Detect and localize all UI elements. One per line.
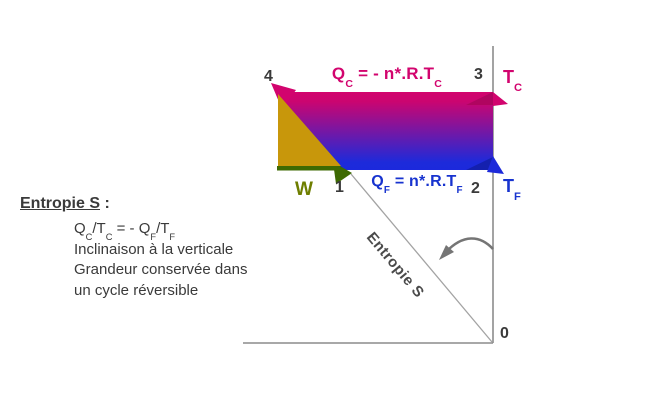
formula-subscript: F: [383, 185, 391, 197]
formula-subscript: C: [345, 77, 354, 90]
note-line-cycle: un cycle réversible: [74, 281, 199, 299]
formula-fragment: = n*.R.T: [390, 173, 457, 190]
entropy-note-heading-colon: :: [100, 195, 110, 212]
formula-subscript: C: [514, 82, 523, 95]
qc-heat-formula: QC = - n*.R.TC: [312, 64, 462, 89]
qc-arrow-fold-inner: [466, 92, 493, 105]
qf-arrow-fold-tip: [487, 156, 504, 174]
work-label: W: [295, 179, 313, 200]
formula-subscript: F: [456, 185, 463, 197]
point-label-0: 0: [500, 325, 509, 342]
eq-fragment: /T: [156, 220, 170, 237]
formula-fragment: Q: [371, 173, 384, 190]
eq-fragment: /T: [92, 220, 106, 237]
note-line-inclinaison: Inclinaison à la verticale: [74, 240, 234, 258]
entropy-note-heading: Entropie S :: [20, 195, 300, 213]
hot-temperature-label: TC: [503, 67, 522, 94]
cold-temperature-label: TF: [503, 176, 521, 203]
eq-subscript: C: [105, 231, 113, 242]
formula-fragment: T: [503, 67, 514, 87]
qc-arrowhead: [271, 83, 296, 109]
entropy-note: Entropie S : QC/TC = - QF/TF Inclinaison…: [20, 195, 300, 301]
qc-arrow-fold-tip: [493, 92, 508, 106]
formula-fragment: T: [503, 176, 514, 196]
work-baseline: [277, 166, 339, 171]
note-line-grandeur: Grandeur conservée dans: [74, 261, 248, 278]
point-label-4: 4: [264, 68, 273, 85]
eq-subscript: F: [169, 231, 176, 242]
point-label-2: 2: [471, 180, 480, 197]
entropy-diagonal-line: [350, 173, 493, 343]
eq-subscript: F: [150, 231, 157, 242]
work-triangle: [278, 94, 341, 166]
qf-arrow-fold-inner: [466, 157, 493, 170]
formula-subscript: C: [434, 77, 443, 90]
eq-fragment: = - Q: [112, 220, 151, 237]
entropy-note-body: QC/TC = - QF/TF Inclinaison à la vertica…: [74, 219, 300, 301]
entropy-equation: QC/TC = - QF/TF: [74, 219, 300, 242]
point-label-1: 1: [335, 179, 344, 196]
formula-subscript: F: [514, 191, 521, 204]
eq-subscript: C: [85, 231, 93, 242]
formula-fragment: = - n*.R.T: [353, 64, 435, 83]
qf-heat-formula: QF = n*.R.TF: [365, 173, 469, 196]
eq-fragment: Q: [74, 220, 86, 237]
point-label-3: 3: [474, 66, 483, 83]
formula-fragment: Q: [331, 64, 346, 83]
entropy-note-heading-text: Entropie S: [20, 195, 101, 212]
entropy-pointer-arrowhead: [439, 245, 454, 260]
entropy-pointer-arrow: [445, 237, 494, 253]
